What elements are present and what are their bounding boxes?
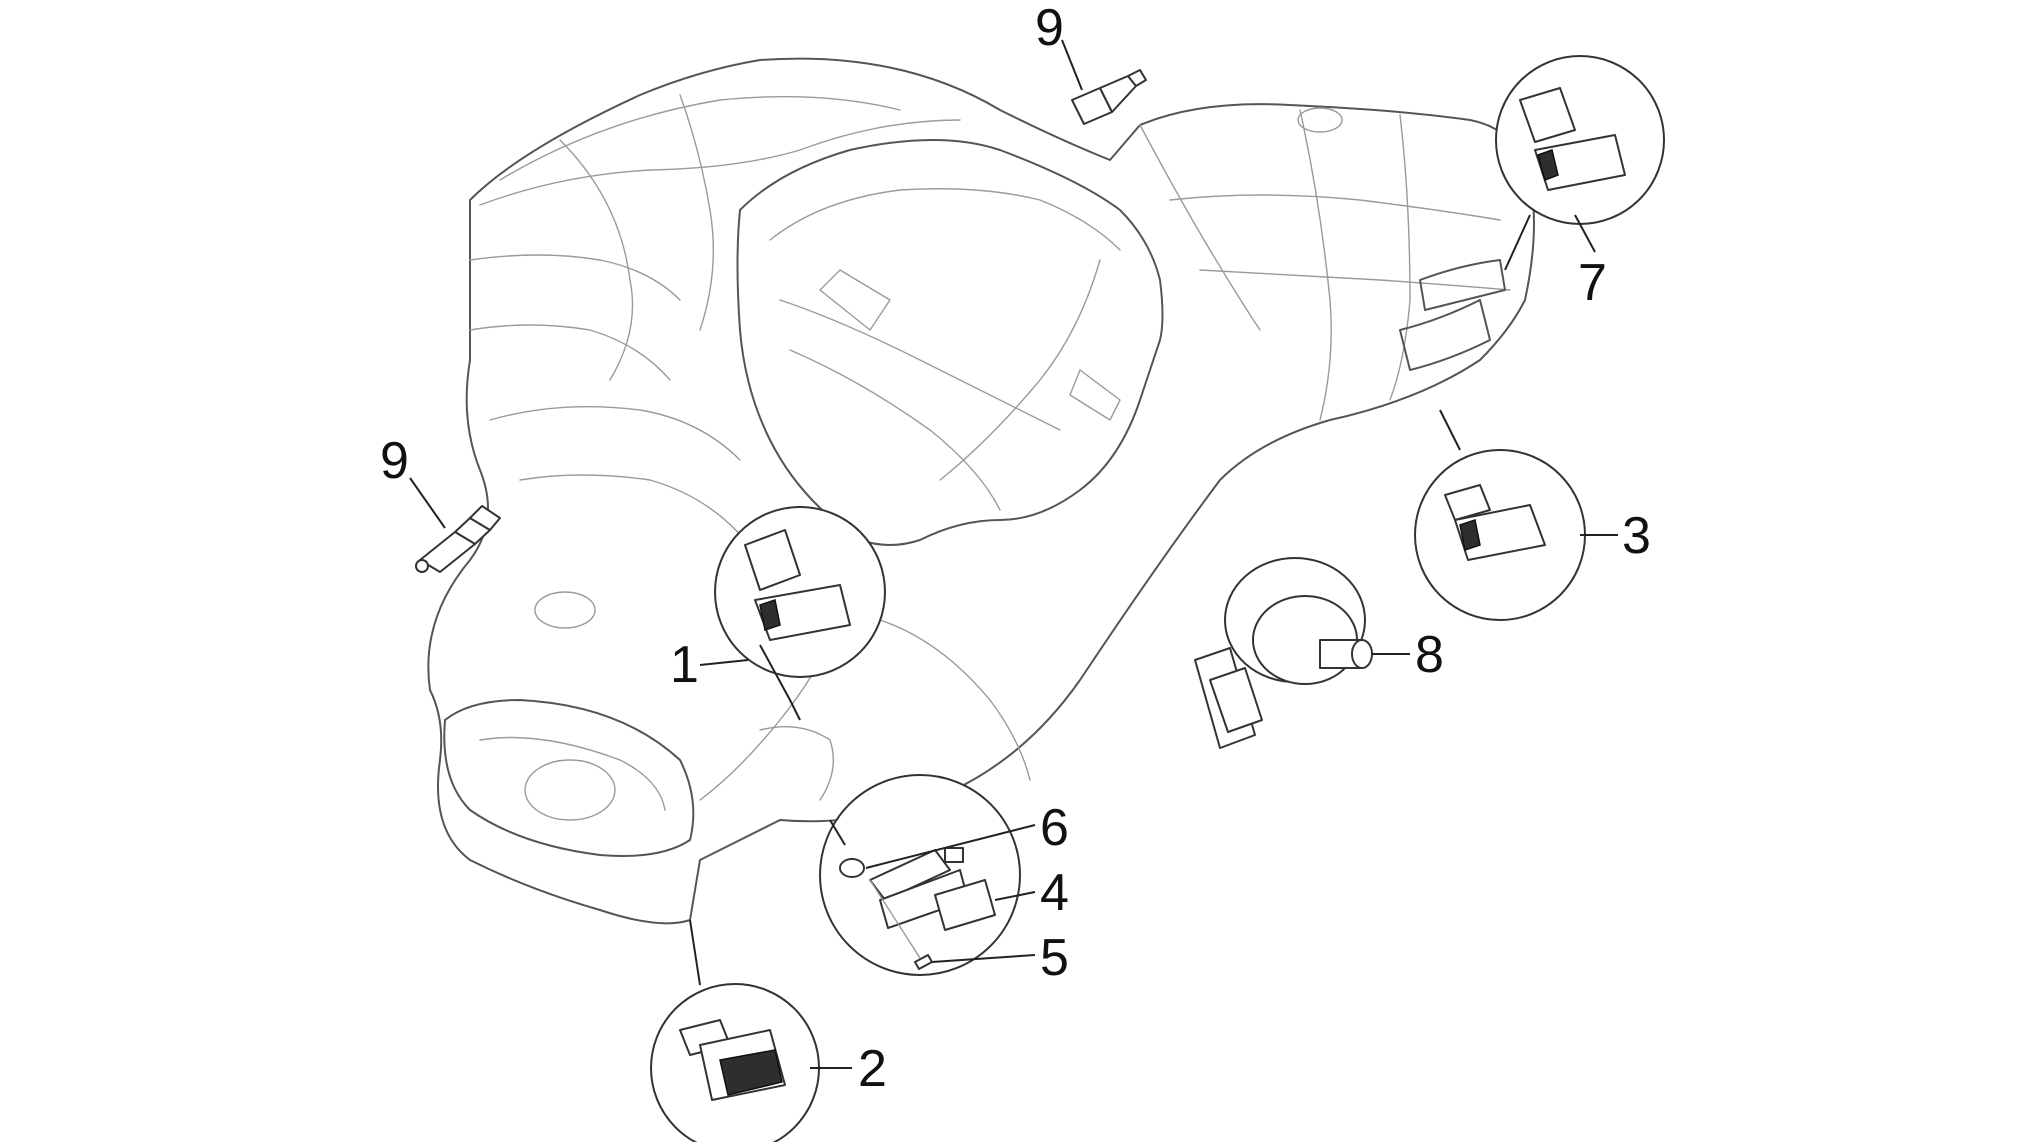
callout-5: 5 — [1040, 929, 1069, 987]
bulb-9-top — [1071, 69, 1147, 125]
switch-2-detail — [650, 919, 820, 1142]
switch-4-5-6-detail — [819, 774, 1021, 976]
callout-8: 8 — [1415, 626, 1444, 684]
switch-7-detail — [1495, 55, 1665, 271]
callout-3: 3 — [1622, 507, 1651, 565]
callout-4: 4 — [1040, 864, 1069, 922]
callout-9-left: 9 — [380, 432, 409, 490]
callout-labels: 9 9 1 2 3 4 5 6 7 8 — [380, 0, 1651, 1098]
switch-1-detail — [714, 506, 886, 721]
handlebar-cover-body — [427, 57, 1535, 925]
switch-3-detail — [1414, 409, 1586, 621]
callout-6: 6 — [1040, 799, 1069, 857]
bulb-9-left — [415, 505, 501, 573]
socket-8 — [1194, 557, 1373, 749]
leader-lines — [409, 39, 1618, 1069]
callout-2: 2 — [858, 1040, 887, 1098]
callout-1: 1 — [670, 636, 699, 694]
callout-9-top: 9 — [1035, 0, 1064, 57]
callout-7: 7 — [1578, 254, 1607, 312]
